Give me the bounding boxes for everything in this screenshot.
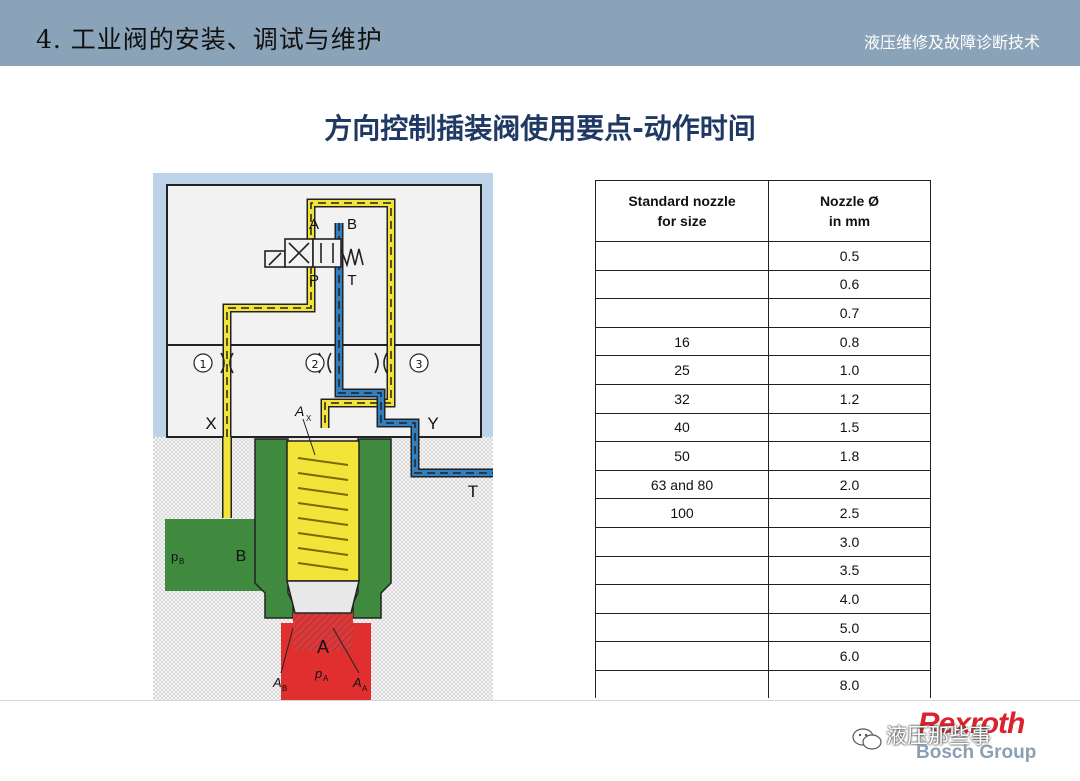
table-header-row: Standard nozzle for size Nozzle Ø in mm [595, 180, 931, 242]
cell-size [595, 613, 769, 643]
cell-size [595, 270, 769, 300]
label-y: Y [427, 414, 438, 433]
nozzle-table-container: Standard nozzle for size Nozzle Ø in mm … [595, 180, 931, 698]
cell-nozzle: 4.0 [768, 584, 931, 614]
label-p: P [309, 272, 319, 289]
header-nozzle: Nozzle Ø in mm [768, 180, 931, 242]
valve-diagram-svg: A B P T 1 2 3 X Y A X T p B B A A B p A … [153, 184, 493, 700]
spring [297, 457, 349, 571]
wechat-icon [852, 728, 882, 750]
watermark-text: 液压那些事 [886, 724, 991, 748]
label-ax: A [294, 403, 304, 419]
cell-nozzle: 8.0 [768, 670, 931, 698]
label-orifice-2: 2 [312, 358, 319, 371]
label-t: T [347, 272, 356, 289]
cell-nozzle: 1.5 [768, 413, 931, 443]
label-ab-sub: B [282, 684, 287, 693]
cell-size [595, 241, 769, 271]
label-b-top: B [347, 216, 357, 233]
table-row: 3.5 [595, 556, 931, 586]
nozzle-table: Standard nozzle for size Nozzle Ø in mm … [595, 180, 931, 698]
cell-size [595, 584, 769, 614]
table-row: 6.0 [595, 641, 931, 671]
table-row: 0.7 [595, 298, 931, 328]
table-row: 0.6 [595, 270, 931, 300]
cell-nozzle: 3.5 [768, 556, 931, 586]
cell-nozzle: 0.8 [768, 327, 931, 357]
table-row: 4.0 [595, 584, 931, 614]
directional-valve-symbol [264, 238, 364, 268]
label-t-right: T [468, 482, 478, 501]
label-a-top: A [309, 216, 319, 233]
label-a: A [317, 637, 329, 657]
cell-size: 32 [595, 384, 769, 414]
cell-size: 25 [595, 355, 769, 385]
bosch-group-label: Bosch Group [916, 742, 1037, 763]
table-row: 8.0 [595, 670, 931, 698]
cell-size [595, 556, 769, 586]
cell-nozzle: 0.6 [768, 270, 931, 300]
cell-size: 16 [595, 327, 769, 357]
cell-nozzle: 2.5 [768, 498, 931, 528]
label-orifice-1: 1 [200, 358, 207, 371]
label-x: X [205, 414, 216, 433]
label-pa: p [314, 666, 322, 681]
cell-size [595, 670, 769, 698]
cell-size: 100 [595, 498, 769, 528]
label-pb-sub: B [179, 557, 184, 566]
label-pb: p [171, 549, 178, 564]
cell-nozzle: 1.0 [768, 355, 931, 385]
label-ab: A [272, 675, 282, 690]
label-aa-sub: A [362, 684, 368, 693]
cell-size [595, 298, 769, 328]
header-bar: 4. 工业阀的安装、调试与维护 液压维修及故障诊断技术 [0, 0, 1080, 66]
table-row: 3.0 [595, 527, 931, 557]
table-row: 0.5 [595, 241, 931, 271]
cell-size [595, 527, 769, 557]
label-ax-sub: X [306, 414, 312, 423]
cell-nozzle: 2.0 [768, 470, 931, 500]
header-size: Standard nozzle for size [595, 180, 769, 242]
cell-nozzle: 3.0 [768, 527, 931, 557]
cell-nozzle: 1.8 [768, 441, 931, 471]
cell-size: 40 [595, 413, 769, 443]
label-b: B [236, 548, 247, 565]
rexroth-logo: Rexroth [918, 707, 1025, 740]
cell-nozzle: 0.5 [768, 241, 931, 271]
label-aa: A [352, 675, 362, 690]
cell-nozzle: 0.7 [768, 298, 931, 328]
cell-size [595, 641, 769, 671]
cell-size: 63 and 80 [595, 470, 769, 500]
orifices [220, 352, 388, 374]
section-title: 4. 工业阀的安装、调试与维护 [36, 25, 383, 54]
slide-title: 方向控制插装阀使用要点-动作时间 [324, 112, 756, 145]
cell-nozzle: 5.0 [768, 613, 931, 643]
cell-nozzle: 6.0 [768, 641, 931, 671]
label-orifice-3: 3 [416, 358, 423, 371]
table-row: 5.0 [595, 613, 931, 643]
label-pa-sub: A [323, 674, 329, 683]
footer-divider [0, 700, 1080, 701]
course-title: 液压维修及故障诊断技术 [863, 33, 1040, 52]
cartridge-valve-diagram: A B P T 1 2 3 X Y A X T p B B A A B p A … [153, 173, 493, 700]
cell-size: 50 [595, 441, 769, 471]
cell-nozzle: 1.2 [768, 384, 931, 414]
